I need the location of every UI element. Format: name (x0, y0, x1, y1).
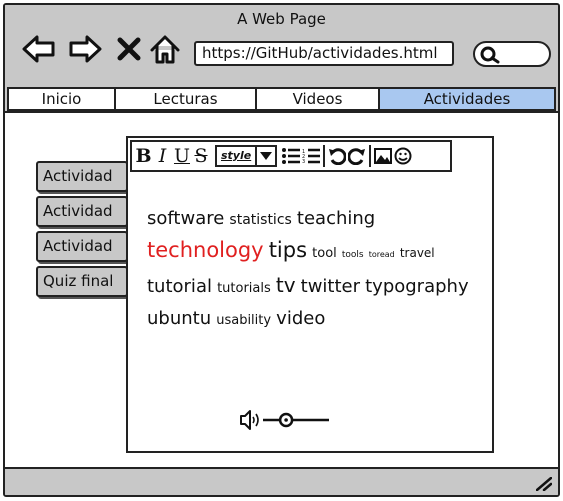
tag-cloud-item[interactable]: toread (368, 250, 395, 259)
tag-cloud-item[interactable]: tools (341, 250, 364, 260)
bullet-list-icon[interactable] (281, 144, 301, 168)
toolbar-divider (369, 145, 372, 167)
back-arrow-icon[interactable] (21, 31, 57, 67)
style-dropdown[interactable]: style (215, 145, 278, 167)
tag-cloud-item[interactable]: statistics (229, 212, 292, 228)
tab-videos[interactable]: Videos (257, 89, 380, 109)
window-title: A Web Page (237, 10, 326, 28)
sidebar-item-actividad-3[interactable]: Actividad 3 (36, 231, 128, 282)
tag-cloud-item[interactable]: tutorials (217, 281, 271, 296)
tag-cloud-item[interactable]: video (276, 308, 326, 329)
bold-button[interactable]: B (135, 145, 152, 167)
tag-cloud-item[interactable]: twitter (300, 276, 361, 297)
italic-button[interactable]: I (158, 145, 167, 167)
tag-cloud-item[interactable]: typography (365, 276, 469, 297)
tab-bar: Inicio Lecturas Videos Actividades (7, 87, 556, 111)
tag-cloud-item[interactable]: tool (312, 246, 337, 261)
browser-window: A Web Page https://GitHub/actividades.ht… (3, 3, 560, 497)
url-field[interactable]: https://GitHub/actividades.html (194, 41, 454, 66)
sidebar-item-actividad-2[interactable]: Actividad 2 (36, 196, 128, 247)
tag-cloud-item[interactable]: technology (147, 238, 264, 262)
chevron-down-icon (257, 147, 275, 165)
image-icon[interactable] (373, 144, 393, 168)
search-icon (480, 46, 500, 64)
strikethrough-button[interactable]: S (194, 145, 208, 167)
svg-text:1: 1 (302, 149, 305, 155)
forward-arrow-icon[interactable] (67, 31, 103, 67)
smiley-icon[interactable] (393, 144, 413, 168)
style-dropdown-label: style (217, 147, 258, 165)
svg-text:2: 2 (302, 154, 305, 160)
close-icon[interactable] (111, 31, 147, 67)
tag-cloud-item[interactable]: teaching (296, 208, 376, 229)
browser-chrome: A Web Page https://GitHub/actividades.ht… (5, 5, 558, 113)
redo-icon[interactable] (347, 144, 367, 168)
audio-player (239, 408, 331, 436)
undo-icon[interactable] (327, 144, 347, 168)
tab-actividades[interactable]: Actividades (380, 89, 554, 109)
underline-button[interactable]: U (173, 145, 190, 167)
speaker-icon[interactable] (240, 410, 259, 430)
home-icon[interactable] (147, 31, 183, 67)
tag-cloud-item[interactable]: travel (399, 246, 435, 260)
tag-cloud: software statistics teaching technology … (147, 204, 477, 336)
svg-text:3: 3 (302, 159, 305, 164)
tag-cloud-item[interactable]: tutorial (147, 276, 212, 297)
tag-cloud-item[interactable]: tv (275, 273, 296, 297)
sidebar-item-quiz-final[interactable]: Quiz final (36, 266, 128, 297)
toolbar-divider (323, 145, 326, 167)
search-input[interactable] (473, 41, 551, 67)
tab-lecturas[interactable]: Lecturas (116, 89, 257, 109)
status-bar (5, 467, 558, 495)
tag-cloud-item[interactable]: usability (216, 313, 272, 328)
sidebar-item-actividad-1[interactable]: Actividad 1 (36, 161, 128, 212)
tag-cloud-item[interactable]: tips (268, 238, 308, 262)
tag-cloud-item[interactable]: software (147, 208, 225, 229)
tag-cloud-item[interactable]: ubuntu (147, 308, 212, 329)
volume-slider-knob[interactable] (278, 412, 294, 428)
resize-grip-icon[interactable] (536, 477, 552, 491)
tab-inicio[interactable]: Inicio (9, 89, 116, 109)
